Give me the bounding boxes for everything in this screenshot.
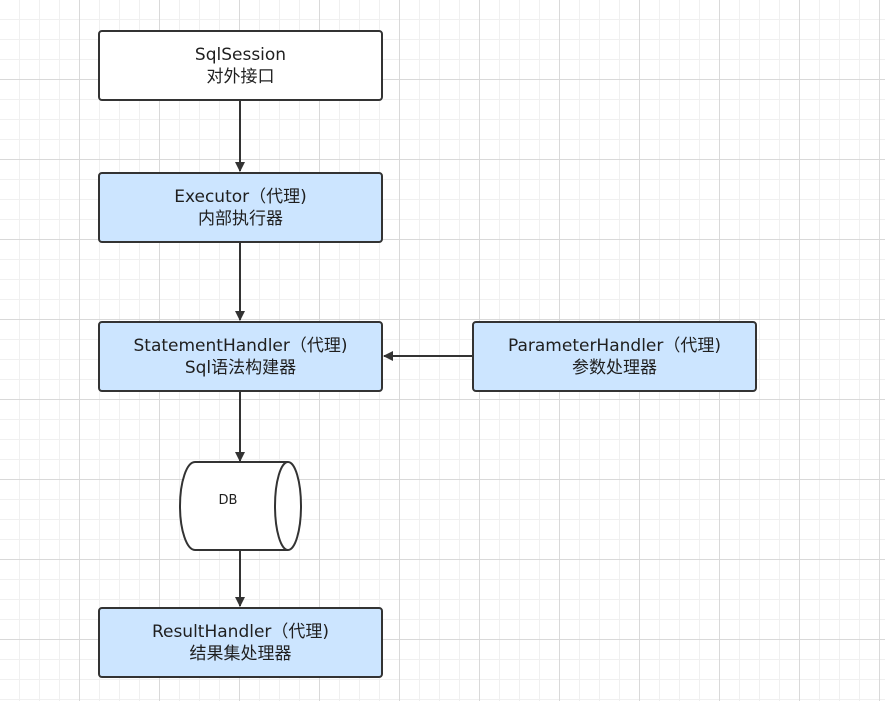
- statement-handler-subtitle: Sql语法构建器: [184, 357, 297, 378]
- sqlsession-node[interactable]: SqlSession 对外接口: [98, 30, 383, 101]
- sqlsession-title: SqlSession: [194, 44, 287, 65]
- executor-title: Executor（代理): [174, 186, 307, 207]
- parameter-handler-subtitle: 参数处理器: [572, 357, 657, 378]
- result-handler-subtitle: 结果集处理器: [189, 643, 292, 664]
- db-label: DB: [218, 493, 238, 508]
- executor-subtitle: 内部执行器: [198, 208, 283, 229]
- parameter-handler-node[interactable]: ParameterHandler（代理) 参数处理器: [472, 321, 757, 392]
- sqlsession-subtitle: 对外接口: [206, 66, 275, 87]
- statement-handler-node[interactable]: StatementHandler（代理) Sql语法构建器: [98, 321, 383, 392]
- statement-handler-title: StatementHandler（代理): [133, 335, 348, 356]
- result-handler-title: ResultHandler（代理): [151, 621, 330, 642]
- parameter-handler-title: ParameterHandler（代理): [507, 335, 721, 356]
- result-handler-node[interactable]: ResultHandler（代理) 结果集处理器: [98, 607, 383, 678]
- executor-node[interactable]: Executor（代理) 内部执行器: [98, 172, 383, 243]
